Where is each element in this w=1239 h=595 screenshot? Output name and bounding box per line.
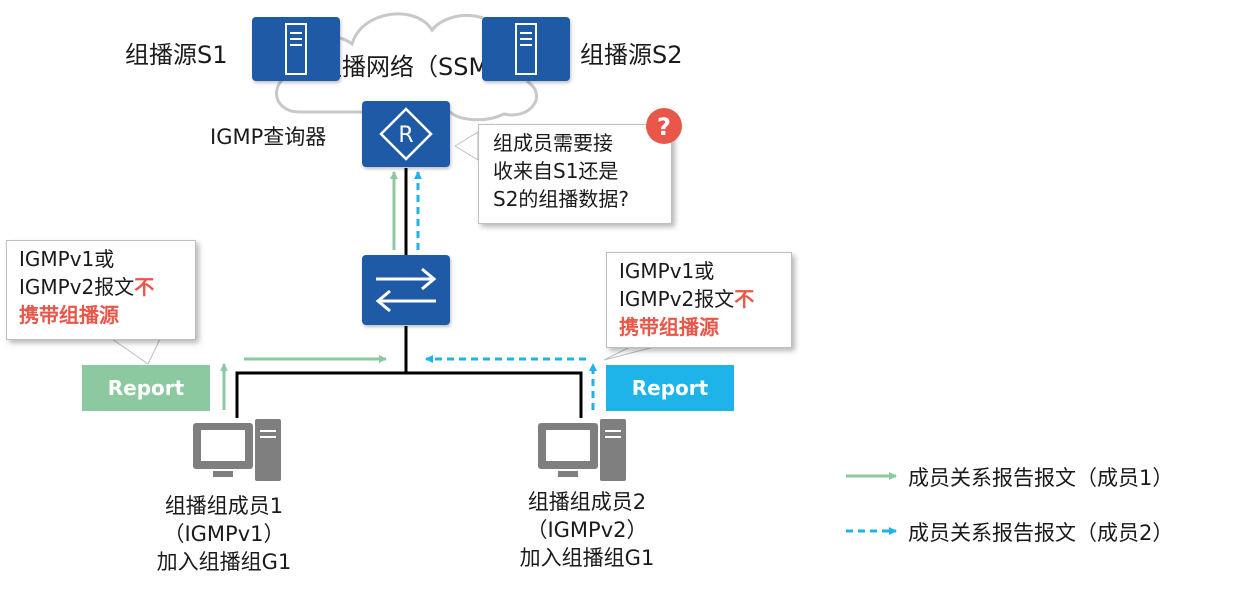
svg-text:?: ?: [657, 113, 671, 141]
computer-icon: [534, 417, 630, 487]
router-icon: R: [362, 101, 450, 167]
server-icon: [252, 17, 340, 81]
report-label-member2: Report: [606, 365, 734, 411]
callout-right-highlight: 不: [734, 287, 755, 311]
host2-version: （IGMPv2）: [526, 518, 648, 542]
source-s2-label: 组播源S2: [580, 41, 683, 69]
callout-left-line2: IGMPv2报文不: [19, 273, 183, 301]
host1-label: 组播组成员1 （IGMPv1） 加入组播组G1: [124, 492, 324, 576]
host2-name: 组播组成员2: [527, 490, 647, 514]
querier-label: IGMP查询器: [210, 125, 327, 149]
callout-right: IGMPv1或 IGMPv2报文不 携带组播源: [606, 252, 792, 348]
question-line: 收来自S1还是: [493, 159, 619, 183]
question-icon: ?: [645, 107, 683, 149]
report-label-member1: Report: [82, 365, 210, 411]
host2-label: 组播组成员2 （IGMPv2） 加入组播组G1: [487, 488, 687, 572]
host1-version: （IGMPv1）: [163, 522, 285, 546]
callout-left-tail: [110, 338, 161, 365]
callout-left-line1: IGMPv1或: [19, 247, 115, 271]
legend-item-member2: 成员关系报告报文（成员2）: [908, 521, 1174, 545]
question-line: S2的组播数据?: [493, 187, 630, 211]
callout-right-tail: [603, 346, 655, 361]
callout-left-line2-text: IGMPv2报文: [19, 275, 135, 299]
svg-text:R: R: [398, 123, 413, 148]
question-bubble-tail: [454, 131, 479, 161]
callout-right-line2: IGMPv2报文不: [619, 285, 779, 313]
callout-right-line3: 携带组播源: [619, 315, 719, 339]
host1-group: 加入组播组G1: [156, 550, 292, 574]
callout-left-highlight: 不: [134, 275, 155, 299]
switch-icon: [362, 255, 450, 325]
lan-bus: [235, 371, 583, 418]
callout-right-line2-text: IGMPv2报文: [619, 287, 735, 311]
server-icon: [482, 17, 570, 81]
source-s1-label: 组播源S1: [125, 41, 228, 69]
host2-group: 加入组播组G1: [519, 546, 655, 570]
callout-right-line1: IGMPv1或: [619, 259, 715, 283]
callout-left-line3: 携带组播源: [19, 303, 119, 327]
host1-name: 组播组成员1: [164, 494, 284, 518]
cloud-label: 组播网络（SSM）: [318, 53, 514, 81]
callout-left: IGMPv1或 IGMPv2报文不 携带组播源: [6, 240, 196, 340]
question-callout: 组成员需要接 收来自S1还是 S2的组播数据?: [478, 124, 672, 224]
question-line: 组成员需要接: [493, 131, 613, 155]
computer-icon: [189, 417, 285, 487]
legend-item-member1: 成员关系报告报文（成员1）: [908, 466, 1174, 490]
